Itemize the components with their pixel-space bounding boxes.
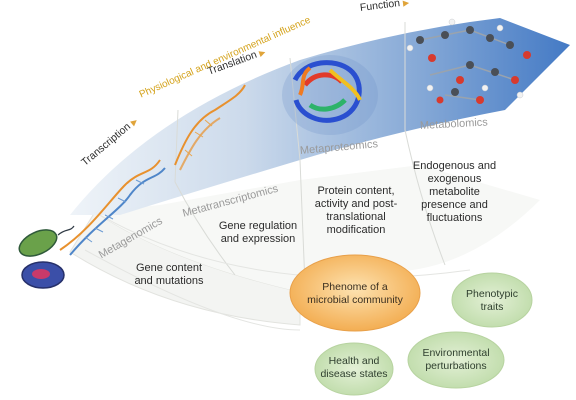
omics-band — [70, 18, 570, 215]
band-top-edge — [76, 13, 501, 201]
desc-metabolite: Endogenous and exogenous metabolite pres… — [412, 160, 497, 224]
desc-protein: Protein content, activity and post-trans… — [314, 185, 398, 236]
phenotypic-label: Phenotypic traits — [466, 288, 518, 313]
dna-helix-illustration — [59, 84, 246, 256]
phenotypic-oval — [451, 272, 533, 328]
fan-region — [95, 165, 540, 292]
phenome-label: Phenome of a microbial community — [307, 281, 403, 306]
health-label: Health and disease states — [320, 355, 388, 380]
desc-gene-regulation: Gene regulation and expression — [218, 220, 298, 245]
environmental-oval — [407, 331, 505, 389]
protein-illustration — [282, 55, 378, 135]
panel-dividers — [174, 22, 446, 286]
phenome-oval — [289, 254, 421, 332]
microbe-illustration — [18, 225, 75, 289]
molecules-illustration — [406, 18, 531, 104]
health-oval — [314, 342, 394, 396]
environmental-label: Environmental perturbations — [422, 347, 490, 372]
desc-gene-content: Gene content and mutations — [134, 262, 204, 287]
function-arrow-icon: ▶ — [402, 0, 410, 8]
